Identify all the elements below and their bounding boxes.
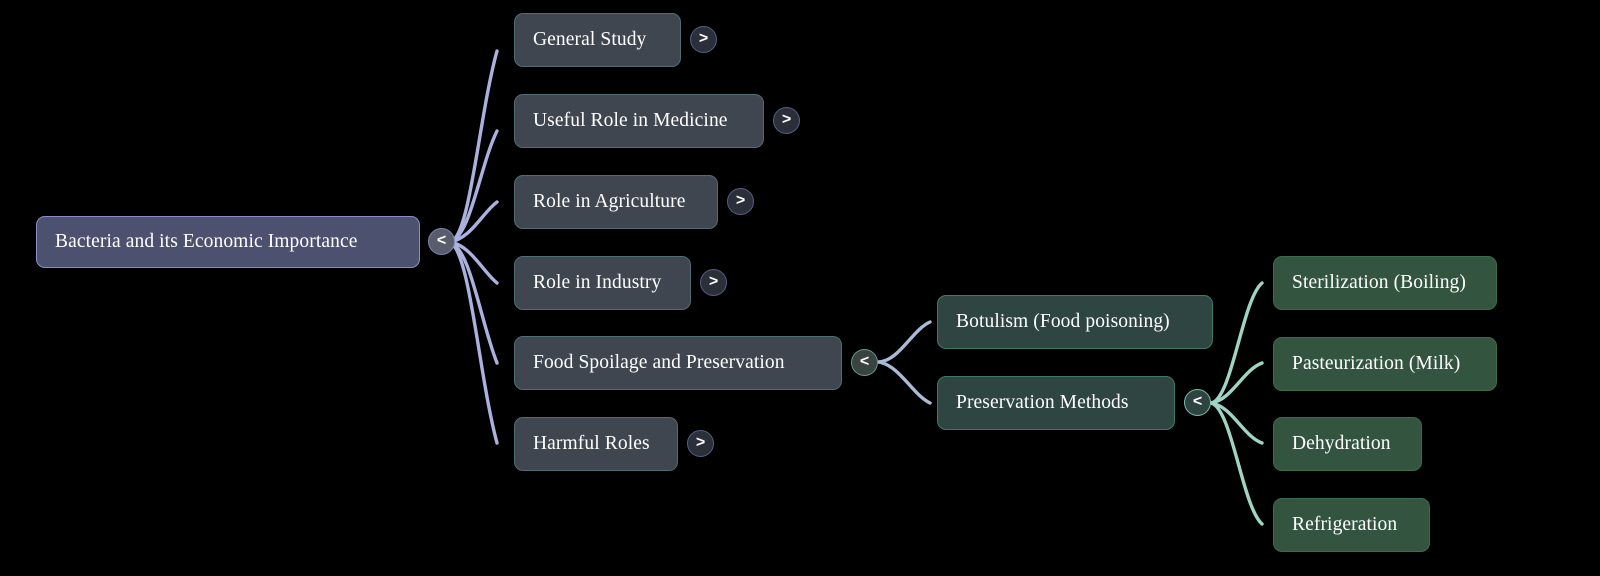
node-role-in-industry-label: Role in Industry <box>533 272 662 294</box>
node-food-spoilage-and-preservation-label: Food Spoilage and Preservation <box>533 352 785 374</box>
chevron-left-icon: < <box>859 352 870 370</box>
link-root-harmful-roles <box>447 240 499 445</box>
node-refrigeration[interactable]: Refrigeration <box>1273 498 1430 552</box>
node-botulism[interactable]: Botulism (Food poisoning) <box>937 295 1213 349</box>
chevron-right-icon: > <box>708 272 719 290</box>
node-root-label: Bacteria and its Economic Importance <box>55 231 358 253</box>
link-preservation-pasteurization <box>1209 361 1264 405</box>
node-general-study-label: General Study <box>533 29 647 51</box>
node-root[interactable]: Bacteria and its Economic Importance <box>36 216 420 268</box>
link-preservation-dehydration <box>1209 401 1264 445</box>
link-root-food-spoilage <box>447 240 499 365</box>
link-root-general-study <box>447 49 499 244</box>
node-harmful-roles-label: Harmful Roles <box>533 433 650 455</box>
link-food-spoilage-preservation-methods <box>877 360 932 405</box>
chevron-right-icon: > <box>781 110 792 128</box>
link-food-spoilage-botulism <box>877 320 932 364</box>
link-root-role-in-industry <box>447 240 499 285</box>
chevron-right-icon: > <box>735 191 746 209</box>
node-role-in-agriculture[interactable]: Role in Agriculture <box>514 175 718 229</box>
node-dehydration[interactable]: Dehydration <box>1273 417 1422 471</box>
node-preservation-methods[interactable]: Preservation Methods <box>937 376 1175 430</box>
node-food-spoilage-and-preservation[interactable]: Food Spoilage and Preservation <box>514 336 842 390</box>
node-refrigeration-label: Refrigeration <box>1292 514 1398 536</box>
toggle-root[interactable]: < <box>428 228 455 255</box>
link-preservation-sterilization <box>1209 281 1264 405</box>
node-pasteurization[interactable]: Pasteurization (Milk) <box>1273 337 1497 391</box>
chevron-right-icon: > <box>695 433 706 451</box>
node-dehydration-label: Dehydration <box>1292 433 1391 455</box>
toggle-useful-role-in-medicine[interactable]: > <box>773 107 800 134</box>
node-role-in-agriculture-label: Role in Agriculture <box>533 191 686 213</box>
node-useful-role-in-medicine-label: Useful Role in Medicine <box>533 110 728 132</box>
toggle-general-study[interactable]: > <box>690 26 717 53</box>
node-preservation-methods-label: Preservation Methods <box>956 392 1129 414</box>
node-sterilization-label: Sterilization (Boiling) <box>1292 272 1466 294</box>
chevron-right-icon: > <box>698 29 709 47</box>
link-root-role-in-agriculture <box>447 200 499 244</box>
link-root-useful-role-in-medicine <box>447 129 499 244</box>
chevron-left-icon: < <box>1192 392 1203 410</box>
toggle-preservation-methods[interactable]: < <box>1184 389 1211 416</box>
node-sterilization[interactable]: Sterilization (Boiling) <box>1273 256 1497 310</box>
node-botulism-label: Botulism (Food poisoning) <box>956 311 1170 333</box>
node-harmful-roles[interactable]: Harmful Roles <box>514 417 678 471</box>
node-pasteurization-label: Pasteurization (Milk) <box>1292 353 1461 375</box>
toggle-harmful-roles[interactable]: > <box>687 430 714 457</box>
node-general-study[interactable]: General Study <box>514 13 681 67</box>
link-preservation-refrigeration <box>1209 401 1264 526</box>
toggle-food-spoilage-and-preservation[interactable]: < <box>851 349 878 376</box>
node-useful-role-in-medicine[interactable]: Useful Role in Medicine <box>514 94 764 148</box>
toggle-role-in-agriculture[interactable]: > <box>727 188 754 215</box>
toggle-role-in-industry[interactable]: > <box>700 269 727 296</box>
chevron-left-icon: < <box>436 231 447 249</box>
node-role-in-industry[interactable]: Role in Industry <box>514 256 691 310</box>
